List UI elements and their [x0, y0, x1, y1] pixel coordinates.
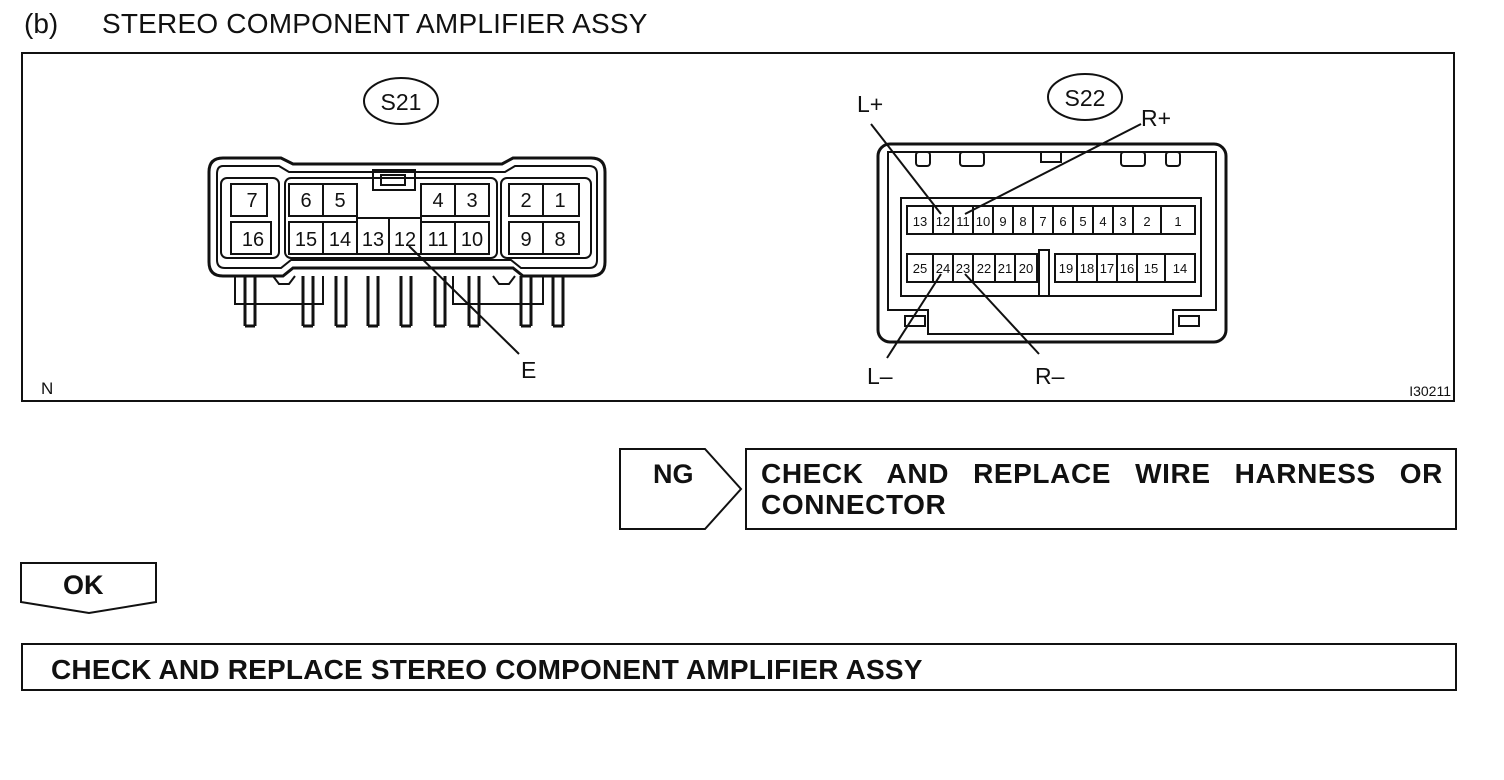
s22-callout-line-l-minus [886, 273, 942, 359]
s21-pin-5: 5 [334, 190, 345, 212]
s21-cell [230, 221, 272, 255]
s22-pin-14: 14 [1173, 261, 1187, 276]
ng-arrow-shape [619, 448, 743, 530]
s21-name-bubble [363, 77, 439, 125]
s21-pins [234, 275, 565, 328]
s22-cell [1014, 253, 1038, 283]
s21-name: S21 [381, 89, 422, 115]
s22-cavity [900, 197, 1202, 297]
step-label: (b) [24, 8, 59, 39]
s22-pin-9: 9 [999, 214, 1006, 229]
s21-bay-left [220, 177, 280, 259]
ng-label: NG [653, 459, 694, 489]
s22-pin-19: 19 [1059, 261, 1073, 276]
s21-pin-1: 1 [554, 190, 565, 212]
s22-pin-10: 10 [976, 214, 990, 229]
s22-pin-24: 24 [936, 261, 950, 276]
s22-pin-25: 25 [913, 261, 927, 276]
connector-figure: S21 [21, 52, 1455, 402]
ng-action-box: CHECK AND REPLACE WIRE HARNESS OR CONNEC… [745, 448, 1457, 530]
s22-name-bubble [1047, 73, 1123, 121]
s22-callout-l-minus: L– [867, 363, 893, 389]
s22-pin-5: 5 [1079, 214, 1086, 229]
s21-pin-15: 15 [295, 229, 317, 251]
s21-cell [542, 221, 580, 255]
s22-pin-18: 18 [1080, 261, 1094, 276]
s21-pin-16: 16 [242, 229, 264, 251]
s21-cell [454, 221, 490, 255]
connector-s21: S21 [207, 77, 607, 383]
s22-callout-l-plus: L+ [857, 91, 883, 117]
s22-callout-r-plus: R+ [1141, 105, 1171, 131]
s21-cell [542, 183, 580, 217]
s22-callout-line-r-plus [964, 123, 1142, 215]
s21-pin-13: 13 [362, 229, 384, 251]
s21-pin-11: 11 [428, 229, 449, 251]
s22-divider [1038, 249, 1050, 297]
s21-housing-inner [216, 165, 598, 269]
ng-result-tag: NG [619, 448, 743, 530]
s21-latch-inner [380, 174, 406, 186]
s22-pin-12: 12 [936, 214, 950, 229]
figure-corner-note: N [41, 379, 53, 398]
ok-action-box: CHECK AND REPLACE STEREO COMPONENT AMPLI… [21, 643, 1457, 691]
s22-cell [1164, 253, 1196, 283]
s21-bay-right [500, 177, 592, 259]
s22-cell [1160, 205, 1196, 235]
s22-pin-11: 11 [956, 214, 970, 229]
figure-id: I30211 [1409, 383, 1451, 399]
s21-pin-12: 12 [394, 229, 416, 251]
s22-pin-16: 16 [1120, 261, 1134, 276]
s22-callout-r-minus: R– [1035, 363, 1065, 389]
s22-pin-3: 3 [1119, 214, 1126, 229]
s21-cell [322, 183, 358, 217]
s21-housing [207, 156, 607, 278]
s22-pin-1: 1 [1174, 214, 1181, 229]
connector-diagram: S21 [41, 73, 1451, 399]
ok-arrow-shape [20, 562, 157, 614]
s22-pin-23: 23 [956, 261, 970, 276]
s21-callout-e: E [521, 357, 536, 383]
s21-pin-9: 9 [520, 229, 531, 251]
s21-callout-line-e [408, 245, 520, 355]
s22-housing-inner [887, 151, 1217, 335]
s22-pin-2: 2 [1143, 214, 1150, 229]
s21-cell [454, 183, 490, 217]
s21-pin-7: 7 [246, 190, 257, 212]
s22-pin-6: 6 [1059, 214, 1066, 229]
s22-notches [904, 151, 1200, 327]
s22-pin-20: 20 [1019, 261, 1033, 276]
s21-pin-14: 14 [329, 229, 351, 251]
s22-callout-line-r-minus [964, 273, 1040, 355]
s21-pin-10: 10 [461, 229, 483, 251]
s21-bay-center [284, 177, 498, 259]
s22-pin-7: 7 [1039, 214, 1046, 229]
s21-latch [372, 169, 416, 191]
connector-s22: S22 [857, 73, 1228, 389]
s21-pin-6: 6 [300, 190, 311, 212]
s22-callout-line-l-plus [870, 123, 942, 215]
s22-pin-17: 17 [1100, 261, 1114, 276]
s22-pin-8: 8 [1019, 214, 1026, 229]
s22-pin-21: 21 [998, 261, 1012, 276]
s22-pin-22: 22 [977, 261, 991, 276]
ok-result-tag: OK [20, 562, 158, 614]
s21-pin-2: 2 [520, 190, 531, 212]
s21-pin-3: 3 [466, 190, 477, 212]
s21-pin-4: 4 [432, 190, 443, 212]
s22-pin-13: 13 [913, 214, 927, 229]
s22-name: S22 [1065, 85, 1106, 111]
s22-pin-15: 15 [1144, 261, 1158, 276]
step-title: STEREO COMPONENT AMPLIFIER ASSY [102, 8, 648, 39]
s22-housing [876, 142, 1228, 344]
s21-cell [230, 183, 268, 217]
s21-pin-8: 8 [554, 229, 565, 251]
s22-pin-4: 4 [1099, 214, 1106, 229]
ok-label: OK [63, 570, 104, 600]
